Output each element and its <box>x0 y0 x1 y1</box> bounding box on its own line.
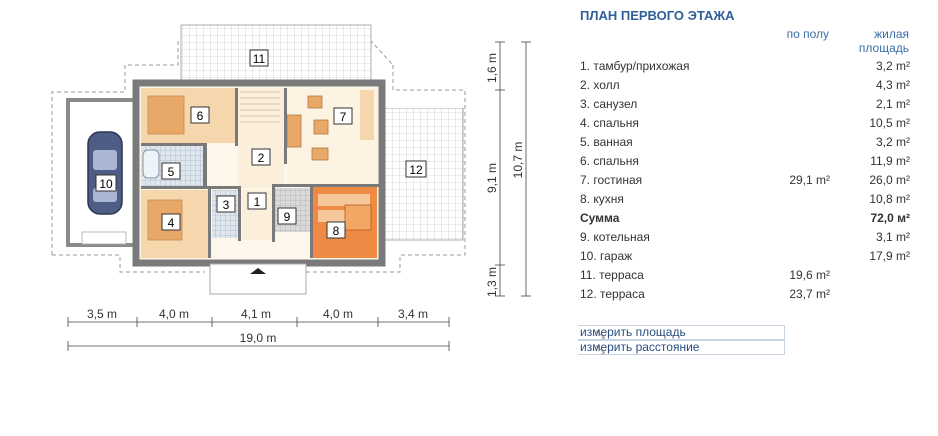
room-labels: 11 6 7 2 5 12 10 3 1 9 4 8 <box>95 49 427 239</box>
area-row-floor: 19,6 m² <box>789 268 830 282</box>
room-label-2: 2 <box>251 148 271 166</box>
entrance-arrow-icon <box>250 268 266 274</box>
svg-text:9: 9 <box>284 210 291 224</box>
area-row-floor: 29,1 m² <box>789 173 830 187</box>
area-row: 10. гараж 17,9 m² <box>580 249 910 268</box>
svg-text:12: 12 <box>409 163 423 177</box>
dim-4-0-b: 4,0 m <box>323 307 353 321</box>
svg-text:10: 10 <box>99 177 113 191</box>
area-row-name: 9. котельная <box>580 230 650 244</box>
room-label-8: 8 <box>326 221 346 239</box>
car-icon <box>87 131 123 215</box>
area-row-name: 6. спальня <box>580 154 639 168</box>
dim-1-6: 1,6 m <box>485 53 499 83</box>
area-row-name: 2. холл <box>580 78 620 92</box>
svg-text:11: 11 <box>253 52 266 66</box>
area-row: 3. санузел 2,1 m² <box>580 97 910 116</box>
room-label-5: 5 <box>161 162 181 180</box>
dimensions-vertical: 1,6 m 9,1 m 10,7 m 1,3 m <box>485 41 531 297</box>
area-row: 1. тамбур/прихожая 3,2 m² <box>580 59 910 78</box>
room-label-9: 9 <box>277 207 297 225</box>
area-row: 8. кухня 10,8 m² <box>580 192 910 211</box>
area-row-name: 5. ванная <box>580 135 633 149</box>
area-row: 6. спальня 11,9 m² <box>580 154 910 173</box>
dim-4-1: 4,1 m <box>241 307 271 321</box>
area-row-name: 4. спальня <box>580 116 639 130</box>
panel-title: ПЛАН ПЕРВОГО ЭТАЖА <box>580 8 735 23</box>
svg-text:4: 4 <box>168 216 175 230</box>
area-row: 9. котельная 3,1 m² <box>580 230 910 249</box>
dim-1-3: 1,3 m <box>485 267 499 297</box>
svg-text:7: 7 <box>340 110 347 124</box>
floor-plan: 11 6 7 2 5 12 10 3 1 9 4 8 3,5 m 4,0 m 4… <box>51 24 531 351</box>
col-header-living: жилая площадь <box>858 27 909 55</box>
dim-4-0-a: 4,0 m <box>159 307 189 321</box>
area-row-living: 2,1 m² <box>875 97 910 111</box>
area-row-floor: 23,7 m² <box>789 287 830 301</box>
cursor-icon: ⤡ <box>596 329 605 341</box>
dim-total: 19,0 m <box>240 331 277 345</box>
area-row: 12. терраса 23,7 m² <box>580 287 910 306</box>
area-row-name: 3. санузел <box>580 97 638 111</box>
area-panel: ПЛАН ПЕРВОГО ЭТАЖА по полу жилая площадь… <box>575 0 915 436</box>
svg-text:3: 3 <box>223 198 230 212</box>
dim-3-5: 3,5 m <box>87 307 117 321</box>
area-row-name: 7. гостиная <box>580 173 643 187</box>
area-row-living: 3,2 m² <box>875 59 910 73</box>
area-row-living: 26,0 m² <box>869 173 910 187</box>
room-label-6: 6 <box>190 106 210 124</box>
room-label-7: 7 <box>333 107 353 125</box>
area-row-living: 3,1 m² <box>875 230 910 244</box>
area-row-name: 11. терраса <box>580 268 644 282</box>
area-row: 7. гостиная 29,1 m² 26,0 m² <box>580 173 910 192</box>
area-row: 4. спальня 10,5 m² <box>580 116 910 135</box>
area-row: Сумма 72,0 м² <box>580 211 910 230</box>
interior-walls <box>141 88 380 258</box>
cursor-icon: ⤡ <box>596 344 605 356</box>
svg-text:5: 5 <box>168 165 175 179</box>
dim-9-1: 9,1 m <box>485 163 499 193</box>
svg-text:1: 1 <box>254 195 261 209</box>
area-row: 2. холл 4,3 m² <box>580 78 910 97</box>
svg-text:6: 6 <box>197 109 204 123</box>
room-2 <box>238 88 284 188</box>
dim-10-7: 10,7 m <box>511 142 525 179</box>
svg-text:8: 8 <box>333 224 340 238</box>
measure-area-tool[interactable]: измерить площадь ⤡ <box>578 325 785 341</box>
area-row-living: 17,9 m² <box>869 249 910 263</box>
area-row-living: 11,9 m² <box>870 154 910 168</box>
area-row-living: 4,3 m² <box>875 78 910 92</box>
room-label-1: 1 <box>247 192 267 210</box>
area-row-living: 3,2 m² <box>875 135 910 149</box>
area-row: 5. ванная 3,2 m² <box>580 135 910 154</box>
room-label-3: 3 <box>216 195 236 213</box>
area-row-name: 12. терраса <box>580 287 645 301</box>
area-row-living: 10,8 m² <box>869 192 910 206</box>
dim-3-4: 3,4 m <box>398 307 428 321</box>
area-row-name: 1. тамбур/прихожая <box>580 59 690 73</box>
dimensions-horizontal: 3,5 m 4,0 m 4,1 m 4,0 m 3,4 m 19,0 m <box>67 307 450 351</box>
roof-outline <box>51 39 466 273</box>
room-label-4: 4 <box>161 213 181 231</box>
room-label-12: 12 <box>405 160 427 178</box>
svg-text:2: 2 <box>258 151 265 165</box>
area-row-living: 10,5 m² <box>869 116 910 130</box>
area-row-name: 8. кухня <box>580 192 624 206</box>
area-row-name: 10. гараж <box>580 249 633 263</box>
area-row-living: 72,0 м² <box>870 211 910 225</box>
room-label-10: 10 <box>95 174 117 192</box>
terrace-11 <box>180 24 372 81</box>
measure-distance-tool[interactable]: измерить расстояние ⤡ <box>578 340 785 356</box>
area-row-name: Сумма <box>580 211 620 225</box>
col-header-floor: по полу <box>786 27 829 41</box>
room-label-11: 11 <box>249 49 269 67</box>
area-row: 11. терраса 19,6 m² <box>580 268 910 287</box>
